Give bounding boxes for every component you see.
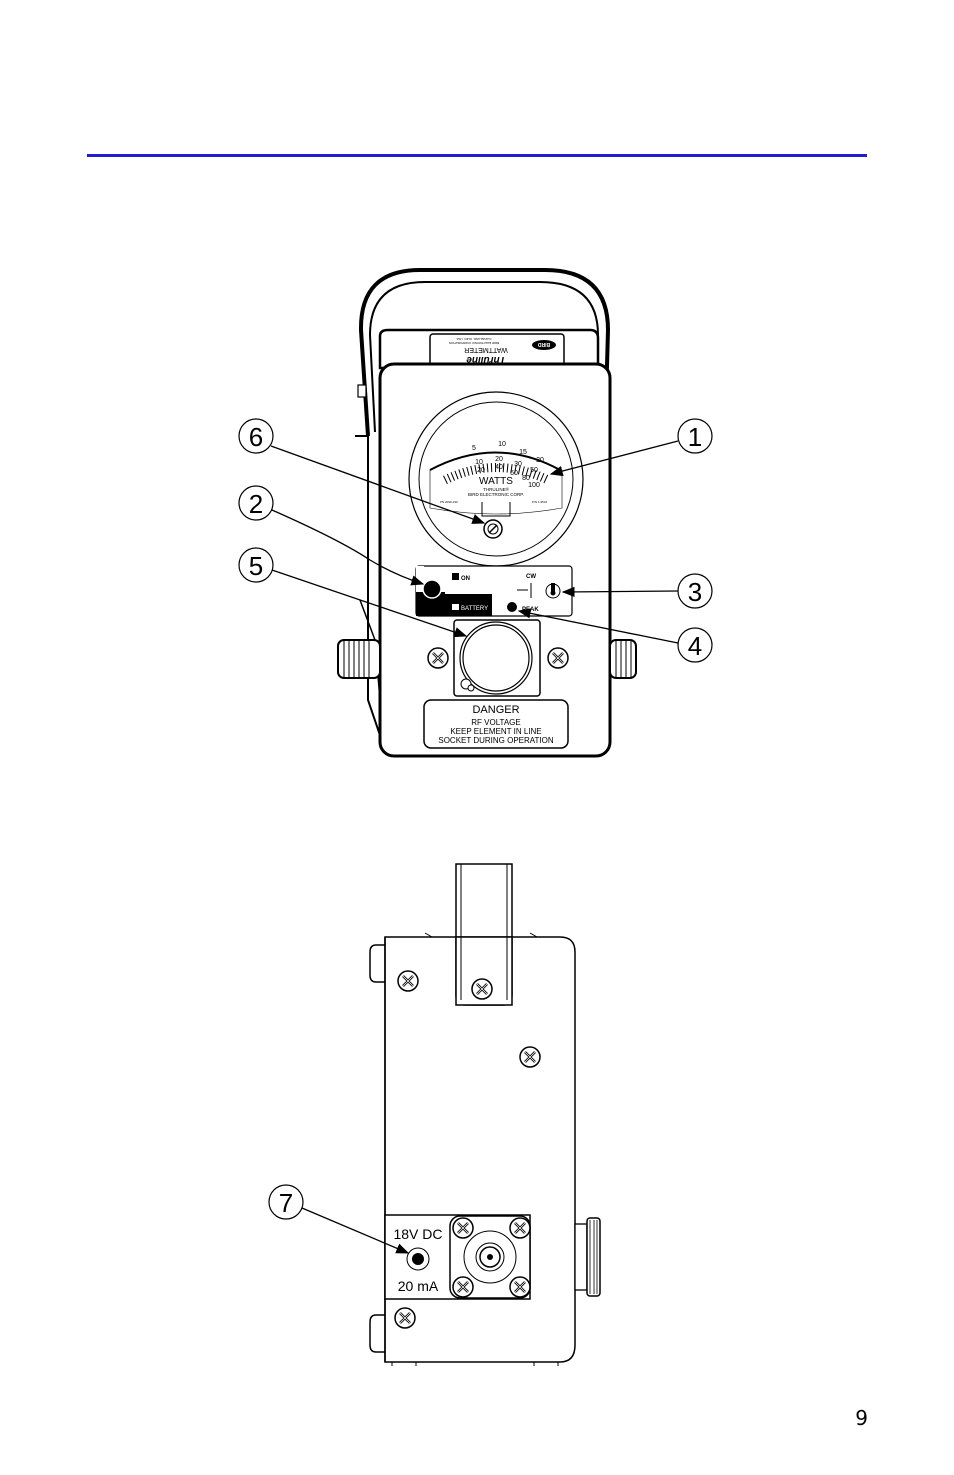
danger-title: DANGER (472, 704, 519, 716)
scale-label: 80 (522, 475, 530, 482)
nameplate-line: BIRD ELECTRONIC CORPORATION (449, 341, 499, 345)
meter-trademark: THRULINE® (483, 486, 510, 492)
scale-label: 10 (475, 459, 483, 466)
side-body (384, 936, 576, 1363)
nameplate-brand: Thruline (466, 354, 506, 365)
side-handle (455, 863, 513, 937)
rf-connector-right (609, 639, 637, 679)
carry-handle (358, 268, 611, 437)
scale-label: 20 (495, 456, 503, 463)
meter-face (418, 401, 574, 557)
svg-text:7: 7 (279, 1188, 293, 1218)
meter-code: PN 2090-190 (440, 500, 458, 504)
callout-4: 4 (517, 608, 713, 663)
nameplate-line: CLEVELAND, OHIO, USA (456, 337, 491, 341)
power-current-label: 20 mA (398, 1278, 439, 1294)
danger-label (423, 699, 569, 749)
svg-text:5: 5 (249, 551, 263, 581)
danger-line: KEEP ELEMENT IN LINE (450, 727, 541, 736)
scale-label: 100 (528, 482, 540, 489)
cw-label: CW (526, 574, 536, 580)
meter-code: P/N 1-3516 (532, 500, 548, 504)
svg-text:4: 4 (688, 631, 702, 661)
svg-text:2: 2 (249, 489, 263, 519)
scale-label: 30 (514, 461, 522, 468)
meter-units: WATTS (479, 476, 513, 487)
nameplate-product: WATTMETER (464, 346, 508, 353)
svg-text:BIRD: BIRD (538, 341, 551, 347)
scale-label: 20 (536, 457, 544, 464)
scale-label: 15 (519, 449, 527, 456)
danger-line: RF VOLTAGE (471, 718, 521, 727)
scale-label: 20 (477, 467, 485, 474)
peak-indicator (507, 602, 517, 612)
svg-text:6: 6 (249, 422, 263, 452)
scale-label: 60 (510, 470, 518, 477)
bird-logo (532, 340, 556, 350)
battery-test-button (422, 579, 442, 599)
rf-connector-left (337, 639, 381, 679)
battery-label: BATTERY (461, 606, 488, 612)
front-view: Thruline WATTMETER BIRD ELECTRONIC CORPO… (238, 268, 713, 758)
scale-label: 50 (530, 467, 538, 474)
callout-5: 5 (238, 547, 468, 638)
page-number: 9 (855, 1406, 868, 1430)
nameplate: Thruline WATTMETER BIRD ELECTRONIC CORPO… (429, 333, 565, 367)
svg-text:3: 3 (688, 577, 702, 607)
callout-3: 3 (561, 573, 713, 609)
header-rule (87, 154, 867, 157)
on-label: ON (461, 576, 470, 582)
svg-text:1: 1 (688, 422, 702, 452)
callout-2: 2 (238, 485, 425, 586)
meter-maker: BIRD ELECTRONIC CORP. (468, 492, 524, 497)
side-knob (574, 1217, 601, 1297)
callout-1: 1 (549, 418, 713, 477)
scale-label: 40 (495, 464, 503, 471)
callout-7: 7 (268, 1184, 410, 1254)
callout-6: 6 (238, 418, 486, 524)
power-voltage-label: 18V DC (393, 1226, 442, 1242)
danger-line: SOCKET DURING OPERATION (438, 736, 553, 745)
scale-label: 10 (498, 441, 506, 448)
side-view: 18V DC 20 mA 7 (268, 863, 601, 1366)
scale-label: 5 (472, 445, 476, 452)
